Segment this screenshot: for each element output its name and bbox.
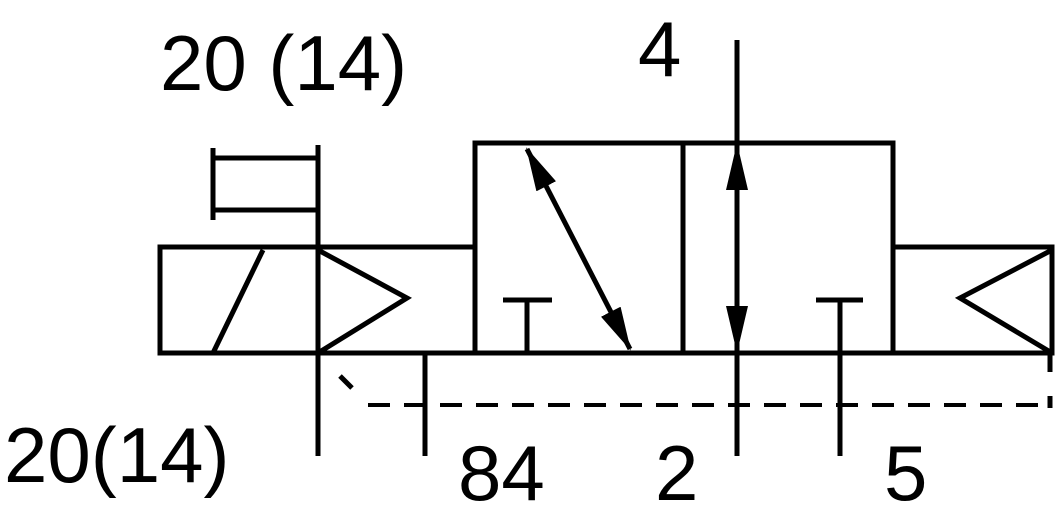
label-port-2: 2	[655, 429, 698, 509]
pilot-exhaust-tick	[338, 374, 354, 390]
label-pilot-bottom: 20(14)	[4, 411, 229, 499]
manual-override	[210, 148, 318, 220]
valve-position-left	[472, 140, 686, 356]
label-port-5: 5	[884, 429, 927, 509]
label-port-4: 4	[638, 5, 681, 93]
pilot-actuator	[315, 244, 478, 356]
label-port-84: 84	[458, 429, 545, 509]
label-pilot-top: 20 (14)	[160, 19, 407, 107]
valve-position-right	[680, 40, 896, 456]
solenoid-actuator	[157, 244, 321, 356]
